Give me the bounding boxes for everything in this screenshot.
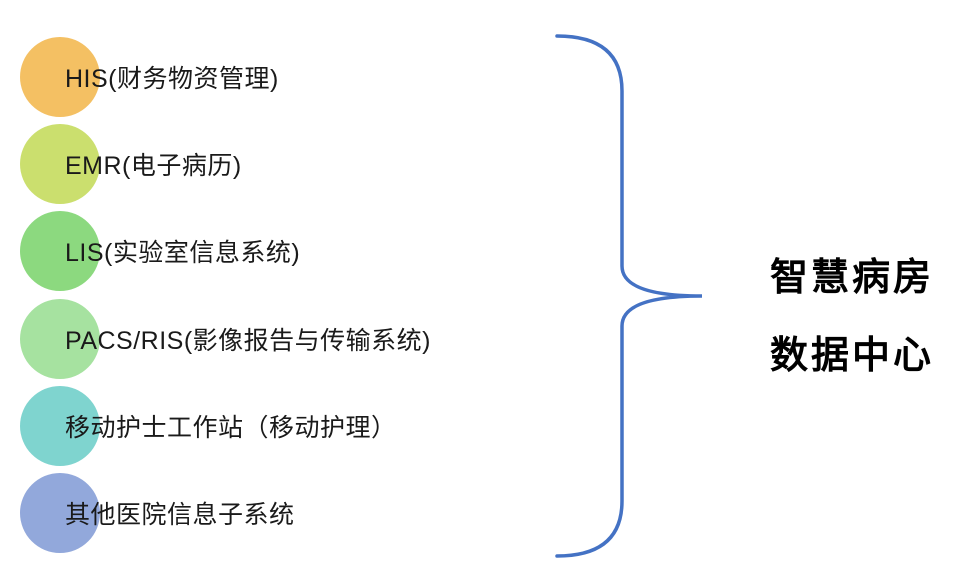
list-item: 其他医院信息子系统 [20, 473, 640, 553]
item-label: LIS(实验室信息系统) [65, 239, 301, 267]
item-label: PACS/RIS(影像报告与传输系统) [65, 327, 431, 355]
title-line-1: 智慧病房 [770, 257, 935, 299]
item-bullet-circle [20, 124, 100, 204]
list-item: EMR(电子病历) [20, 124, 640, 204]
list-item: PACS/RIS(影像报告与传输系统) [20, 299, 640, 379]
item-label: EMR(电子病历) [65, 152, 242, 180]
curly-brace-icon [555, 34, 703, 558]
item-bullet-circle [20, 299, 100, 379]
list-item: LIS(实验室信息系统) [20, 211, 640, 291]
item-bullet-circle [20, 37, 100, 117]
item-label: 其他医院信息子系统 [65, 501, 295, 529]
item-label: 移动护士工作站（移动护理） [65, 414, 397, 442]
item-bullet-circle [20, 473, 100, 553]
item-bullet-circle [20, 211, 100, 291]
curly-brace-path [555, 34, 703, 558]
item-bullet-circle [20, 386, 100, 466]
list-item: 移动护士工作站（移动护理） [20, 386, 640, 466]
item-label: HIS(财务物资管理) [65, 65, 279, 93]
list-item: HIS(财务物资管理) [20, 37, 640, 117]
title-line-2: 数据中心 [770, 335, 935, 377]
